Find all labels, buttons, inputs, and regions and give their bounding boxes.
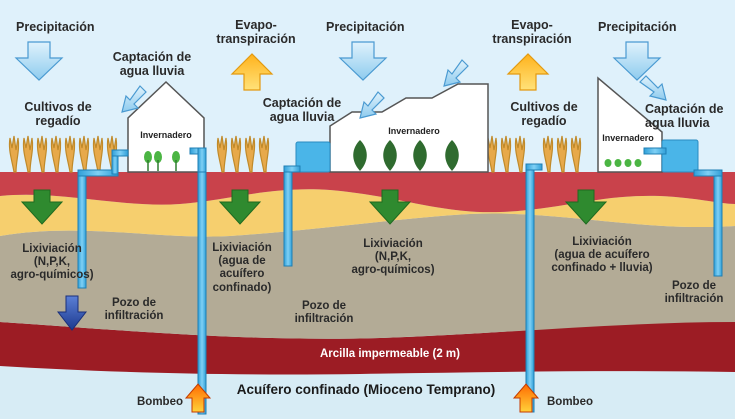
rain-catch-arrows [121, 59, 667, 119]
sand-layer [0, 189, 735, 237]
confined-aquifer-label: Acuífero confinado (Mioceno Temprano) [236, 382, 496, 397]
rain-catch-label-1: Captación de agua lluvia [112, 50, 192, 79]
pump-pipe-2 [525, 165, 535, 413]
infiltration-well-label-3: Pozo de infiltración [664, 280, 724, 306]
precipitation-label-2: Precipitación [326, 20, 405, 34]
pump-pipe-1 [197, 165, 207, 415]
greenhouse-1 [127, 80, 205, 173]
leaching-label-4: Lixiviación (agua de acuífero confinado … [551, 236, 653, 275]
crops-middle [216, 135, 270, 173]
pumping-label-2: Bombeo [547, 396, 593, 408]
gravel-layer [0, 213, 735, 339]
clay-layer [0, 318, 735, 375]
pipes [77, 147, 723, 415]
greenhouse-label-2: Invernadero [388, 126, 440, 136]
precipitation-arrows [14, 41, 662, 81]
infiltration-pipe-3 [713, 169, 723, 277]
infiltration-well-label-2: Pozo de infiltración [294, 300, 354, 326]
leaching-label-3: Lixiviación (N,P,K, agro-químicos) [351, 238, 435, 277]
topsoil-layer [0, 172, 735, 213]
crops-right [486, 135, 582, 173]
rain-catch-label-2: Captación de agua lluvia [262, 96, 342, 125]
infiltration-pipe-2 [283, 167, 293, 267]
greenhouse-label-3: Invernadero [602, 133, 654, 143]
irrigated-crops-label-1: Cultivos de regadío [24, 100, 92, 129]
precipitation-label-3: Precipitación [598, 20, 677, 34]
greenhouse-2 [295, 83, 489, 173]
clay-layer-label: Arcilla impermeable (2 m) [320, 348, 460, 360]
rain-catch-label-3: Captación de agua lluvia [645, 102, 724, 131]
infiltration-well-label-1: Pozo de infiltración [104, 297, 164, 323]
infiltration-down-arrow [56, 295, 88, 331]
pumping-arrows [184, 383, 540, 413]
evapotranspiration-label-1: Evapo- transpiración [216, 18, 296, 47]
leaching-label-2: Lixiviación (agua de acuífero confinado) [212, 242, 272, 294]
leaching-arrows [20, 189, 608, 225]
evapotranspiration-arrows [230, 53, 550, 91]
pumping-label-1: Bombeo [137, 396, 183, 408]
leaching-label-1: Lixiviación (N,P,K, agro-químicos) [10, 243, 94, 282]
evapotranspiration-label-2: Evapo- transpiración [492, 18, 572, 47]
irrigated-crops-label-2: Cultivos de regadío [510, 100, 578, 129]
precipitation-label-1: Precipitación [16, 20, 95, 34]
greenhouse-label-1: Invernadero [140, 130, 192, 140]
